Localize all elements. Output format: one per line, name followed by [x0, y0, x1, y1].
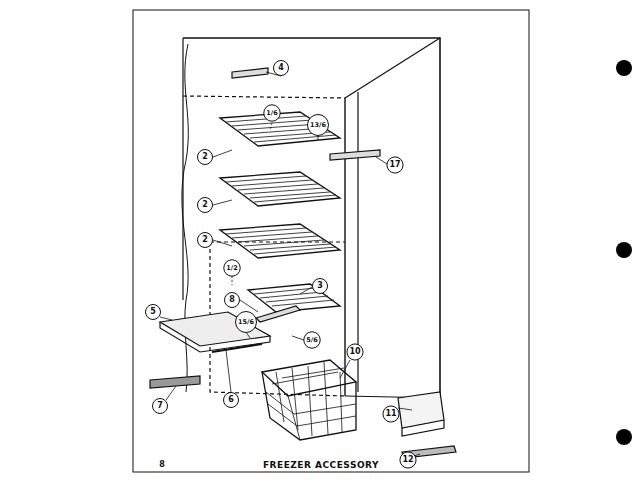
- callout-number: 7: [157, 402, 163, 410]
- callout-circle: [146, 305, 161, 320]
- callout-circle: [225, 293, 240, 308]
- callout-circle: [224, 393, 239, 408]
- callout-number: 4: [278, 64, 284, 72]
- callout-number: 8: [229, 296, 235, 304]
- callout-number: 2: [202, 236, 208, 244]
- callout-circle: [383, 406, 399, 422]
- callout-circle: [198, 198, 213, 213]
- callout-number: 1/6: [266, 110, 277, 117]
- callout-number: 5: [150, 308, 156, 316]
- callout-circle: [308, 115, 329, 136]
- callout-circle: [313, 279, 328, 294]
- callout-circle: [400, 452, 416, 468]
- callout-circle: [264, 105, 280, 121]
- callout-circle: [224, 260, 240, 276]
- callout-circle: [198, 233, 213, 248]
- callout-circle: [198, 150, 213, 165]
- callout-number: 2: [202, 201, 208, 209]
- callout-number: 1/2: [226, 265, 237, 272]
- caption: FREEZER ACCESSORY: [263, 460, 379, 470]
- callout-circle: [153, 399, 168, 414]
- callout-circle: [387, 157, 403, 173]
- callout-number: 12: [402, 456, 413, 464]
- callout-circle: [304, 332, 320, 348]
- callout-number: 10: [349, 348, 360, 356]
- callout-number: 3: [317, 282, 323, 290]
- callout-circle: [347, 344, 363, 360]
- page-number: 8: [159, 461, 165, 469]
- callout-number: 17: [389, 161, 400, 169]
- callout-circle: [236, 312, 257, 333]
- callout-number: 5/6: [306, 337, 317, 344]
- callout-number: 13/6: [310, 122, 326, 129]
- callout-circle: [274, 61, 289, 76]
- callout-number: 11: [385, 410, 396, 418]
- callout-number: 15/6: [238, 319, 254, 326]
- callout-number: 6: [228, 396, 234, 404]
- callout-number: 2: [202, 153, 208, 161]
